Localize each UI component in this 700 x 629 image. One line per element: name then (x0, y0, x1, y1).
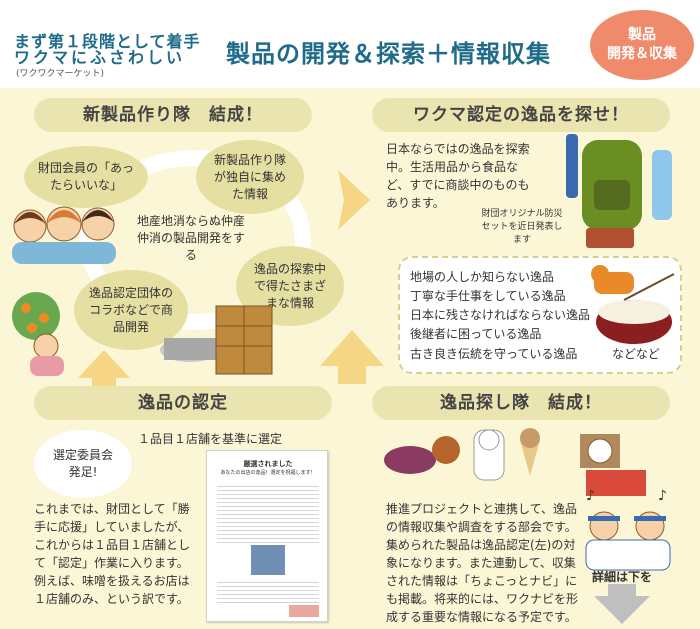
headband (634, 516, 666, 521)
water-bottle (652, 150, 672, 220)
criteria-item-4: 後継者に困っている逸品 (410, 327, 542, 341)
sweet-potato (384, 446, 436, 474)
farmer-illustration (12, 292, 64, 376)
fruit (21, 303, 31, 313)
header: まず第１段階として着手 ワクマにふさわしい (ワクワクマーケット) 製品の開発＆… (0, 0, 700, 88)
blob-committee: 選定委員会発足! (34, 430, 132, 498)
music-note-icon: ♪ (586, 488, 595, 504)
badge-line1: 製品 (628, 27, 656, 43)
person-hair (14, 212, 46, 224)
header-line1: まず第１段階として着手 (14, 32, 201, 51)
blob-collab: 逸品認定団体のコラボなどで商品開発 (74, 270, 188, 350)
person-hair (46, 210, 82, 224)
criteria-item-2: 丁寧な手仕事をしている逸品 (410, 289, 566, 303)
crafts-illustration (160, 305, 273, 375)
criteria-item-5: 古き良き伝統を守っている逸品 (410, 347, 578, 361)
person-face (33, 333, 59, 359)
clock (587, 438, 613, 464)
section-new-product: 新製品作り隊 結成！ (34, 98, 312, 132)
lucky-cat-face (478, 429, 500, 451)
chopsticks (623, 273, 675, 301)
tiger-head (591, 265, 609, 283)
basket (164, 338, 216, 360)
document-subtitle: あなたの出店の逸品！選定を祝福します！ (220, 470, 316, 476)
person-body (12, 242, 116, 264)
flashlight (566, 134, 578, 198)
certificate-document: 厳選されました あなたの出店の逸品！選定を祝福します！ (206, 450, 328, 622)
certify-body: これまでは、財団として「勝手に応援」していましたが、これからは１品目１店舗として… (34, 502, 191, 606)
backpack-pocket (594, 180, 630, 210)
section-search-team: 逸品探し隊 結成！ (372, 386, 670, 420)
criteria-etc: などなど (612, 347, 660, 361)
blob-member: 財団会員の「あったらいいな」 (24, 146, 148, 208)
header-line2: ワクマにふさわしい (14, 48, 186, 67)
team-body: 推進プロジェクトと連携して、逸品の情報収集や調査をする部会です。集められた製品は… (386, 502, 579, 624)
criteria-item-3: 日本に残さなければならない逸品 (410, 308, 591, 322)
bowl-rim (598, 300, 670, 324)
document-seal (289, 605, 319, 617)
headband (588, 516, 620, 521)
category-badge: 製品 開発＆収集 (590, 10, 694, 80)
blob-team: 新製品作り隊が独自に集めた情報 (196, 140, 304, 214)
document-lines (217, 483, 319, 543)
fruit (39, 313, 49, 323)
document-photo (251, 545, 285, 575)
person-hair (82, 210, 114, 222)
fruit (27, 323, 37, 333)
person-body (585, 539, 671, 571)
page-title: 製品の開発＆探索＋情報収集 (226, 40, 551, 68)
document-title: 厳選されました (243, 460, 293, 468)
note-local: 地産地消ならぬ仲産仲消の製品開発をする (136, 214, 245, 262)
section-search: ワクマ認定の逸品を探せ！ (372, 98, 670, 132)
details-link[interactable]: 詳細は下を (592, 570, 653, 584)
note-first-store: １品目１店舗を基準に選定 (138, 432, 283, 446)
family-illustration (12, 206, 116, 264)
section-certify: 逸品の認定 (34, 386, 332, 420)
header-sub: (ワクワクマーケット) (16, 69, 105, 79)
disaster-kit-illustration (566, 134, 672, 248)
ice-cream-scoop (520, 428, 540, 448)
radio (586, 228, 634, 248)
note-japan: 日本ならではの逸品を探索中。生活用品から食品など、すでに商談中のものもあります。 (386, 142, 530, 210)
food-illustration (591, 265, 675, 344)
souvenirs-illustration (384, 428, 646, 496)
criteria-item-1: 地場の人しか知らない逸品 (410, 270, 555, 284)
person-body (30, 356, 64, 376)
snacks (432, 436, 460, 464)
music-note-icon: ♪ (658, 488, 667, 504)
fabric (586, 470, 646, 496)
badge-line2: 開発＆収集 (607, 46, 677, 62)
document-lines (217, 579, 319, 603)
note-disaster: 財団オリジナル防災セットを近日発表します (481, 209, 563, 245)
tree-leaves (12, 292, 60, 340)
team-illustration: ♪ ♪ (585, 488, 671, 571)
ice-cream (520, 440, 540, 476)
